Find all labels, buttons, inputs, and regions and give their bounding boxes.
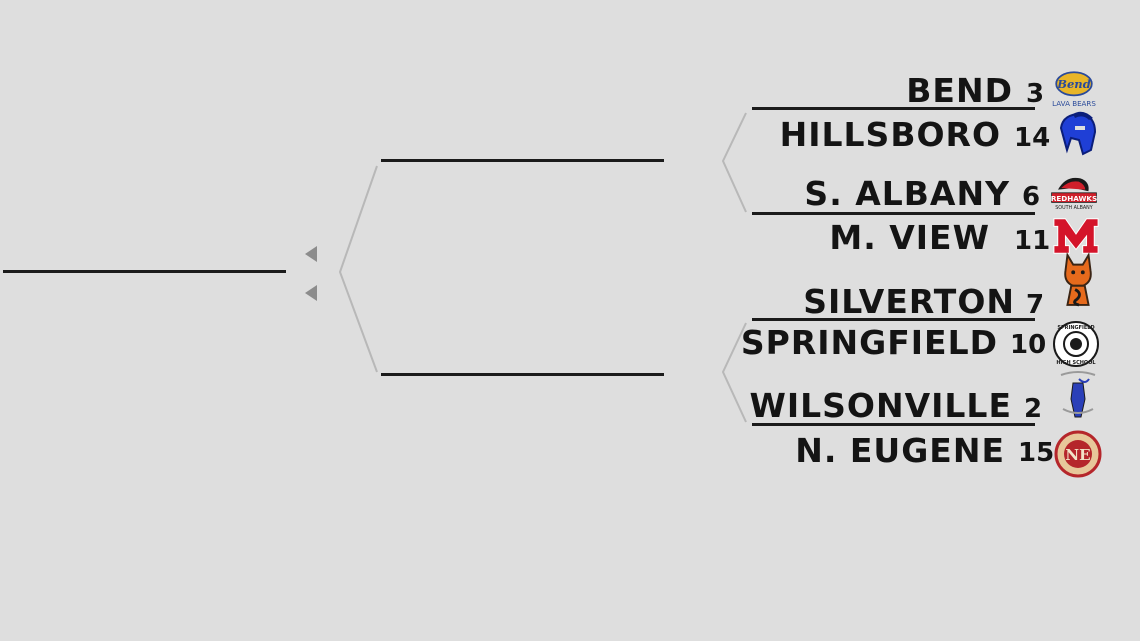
matchup-1-divider — [752, 107, 1035, 110]
team-score: 6 — [1022, 182, 1041, 212]
mountain-view-m-logo-icon — [1052, 212, 1100, 260]
spartan-helmet-logo-icon — [1052, 110, 1100, 158]
svg-text:HIGH SCHOOL: HIGH SCHOOL — [1056, 360, 1096, 366]
team-score: 7 — [1026, 290, 1045, 320]
team-name: SILVERTON — [803, 282, 1015, 321]
team-name: SPRINGFIELD — [740, 323, 998, 362]
team-score: 2 — [1024, 394, 1043, 424]
team-name: HILLSBORO — [779, 115, 1001, 154]
semifinal-line-top — [381, 159, 664, 162]
fox-mascot-logo-icon — [1054, 252, 1102, 307]
team-name: BEND — [906, 71, 1013, 110]
arrow-left-icon — [305, 246, 317, 262]
svg-text:REDHAWKS: REDHAWKS — [1051, 194, 1097, 203]
team-name: WILSONVILLE — [749, 386, 1012, 425]
matchup-4-divider — [752, 423, 1035, 426]
svg-text:Bend: Bend — [1056, 77, 1091, 91]
svg-text:LAVA BEARS: LAVA BEARS — [1052, 99, 1096, 108]
bend-lava-bears-logo-icon: Bend LAVA BEARS — [1050, 66, 1098, 114]
svg-text:SPRINGFIELD: SPRINGFIELD — [1057, 325, 1094, 331]
svg-text:NE: NE — [1065, 446, 1090, 464]
springfield-high-school-seal-logo-icon: SPRINGFIELD HIGH SCHOOL — [1052, 320, 1100, 368]
team-score: 3 — [1026, 79, 1045, 109]
matchup-2-divider — [752, 212, 1035, 215]
wilsonville-wildcats-logo-icon — [1054, 371, 1102, 420]
connector-left — [338, 165, 378, 373]
championship-line — [3, 270, 286, 273]
team-name: N. EUGENE — [795, 431, 1005, 470]
connector-upper-right — [721, 112, 747, 213]
team-score: 14 — [1014, 123, 1051, 153]
semifinal-line-bottom — [381, 373, 664, 376]
north-eugene-highlanders-logo-icon: NE — [1054, 430, 1102, 478]
arrow-left-icon — [305, 285, 317, 301]
svg-text:SOUTH ALBANY: SOUTH ALBANY — [1055, 205, 1093, 211]
team-score: 11 — [1014, 226, 1051, 256]
redhawks-logo-icon: REDHAWKS SOUTH ALBANY — [1050, 168, 1098, 216]
team-name: M. VIEW — [829, 218, 990, 257]
team-score: 10 — [1010, 330, 1047, 360]
team-score: 15 — [1018, 438, 1055, 468]
team-name: S. ALBANY — [804, 174, 1010, 213]
connector-lower-right — [721, 322, 747, 423]
matchup-3-divider — [752, 318, 1035, 321]
